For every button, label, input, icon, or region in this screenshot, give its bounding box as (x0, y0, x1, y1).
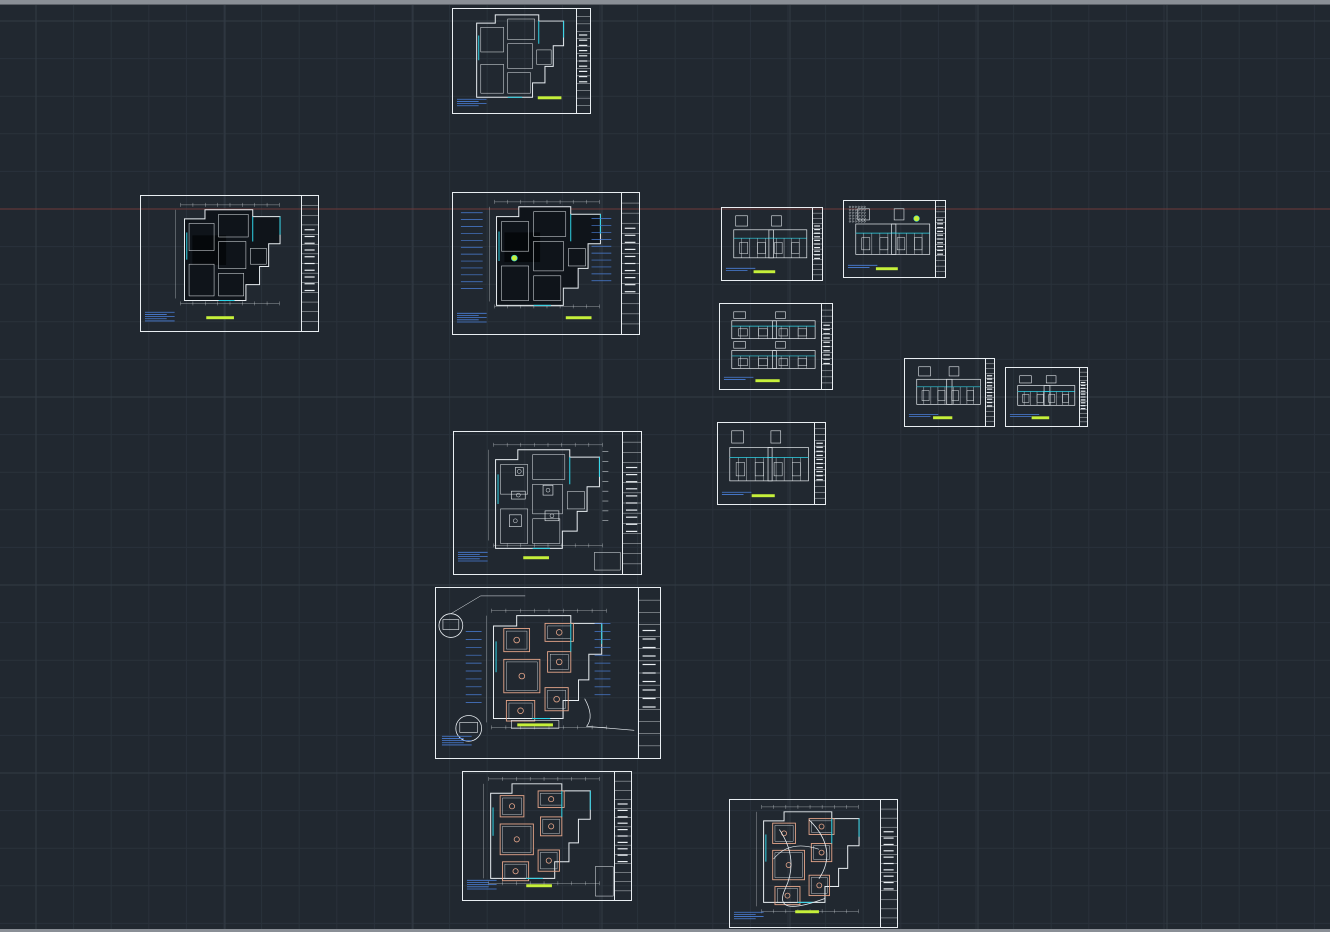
drawing-sheet-ceiling-plan-detailed[interactable] (435, 587, 661, 759)
title-block (814, 423, 825, 504)
drawing-sheet-ceiling-plan[interactable] (462, 771, 632, 901)
drawing-sheet-furniture-plan[interactable] (453, 431, 642, 575)
title-block (985, 359, 994, 426)
drawing-sheet-elevation-small-a[interactable] (904, 358, 995, 427)
title-block (622, 432, 641, 574)
title-block (812, 208, 822, 280)
title-block (880, 800, 897, 927)
sheet-drawing (144, 202, 318, 322)
sheet-drawing (1009, 371, 1087, 423)
title-block (821, 304, 832, 389)
drawing-sheet-elevation-double[interactable] (719, 303, 833, 390)
sheet-drawing (466, 776, 631, 897)
drawing-sheet-elevation-small-b[interactable] (1005, 367, 1088, 427)
sheet-drawing (733, 804, 897, 920)
drawing-sheet-floor-plan-dimensioned[interactable] (452, 192, 640, 335)
drawing-sheet-floor-plan-filled[interactable] (140, 195, 319, 332)
sheet-drawing (721, 428, 825, 499)
drawing-sheet-lighting-plan[interactable] (729, 799, 898, 928)
drawing-sheet-elevation-b[interactable] (717, 422, 826, 505)
sheet-drawing (725, 212, 822, 276)
window-bottom-edge (0, 929, 1330, 932)
sheet-drawing (438, 595, 660, 747)
title-block (1079, 368, 1087, 426)
title-block (935, 201, 945, 277)
sheet-drawing (456, 199, 639, 325)
drawing-sheet-elevation-a[interactable] (721, 207, 823, 281)
drawing-sheet-elevation-detail[interactable] (843, 200, 946, 278)
sheet-drawing (847, 205, 945, 272)
title-block (576, 9, 590, 113)
sheet-drawing (723, 309, 832, 384)
sheet-drawing (456, 14, 590, 107)
title-block (638, 588, 660, 758)
title-block (301, 196, 318, 331)
title-block (621, 193, 639, 334)
sheet-drawing (457, 441, 641, 571)
drawing-sheet-floor-plan-outline[interactable] (452, 8, 591, 114)
window-top-edge (0, 0, 1330, 5)
sheet-drawing (908, 363, 994, 422)
title-block (614, 772, 631, 900)
